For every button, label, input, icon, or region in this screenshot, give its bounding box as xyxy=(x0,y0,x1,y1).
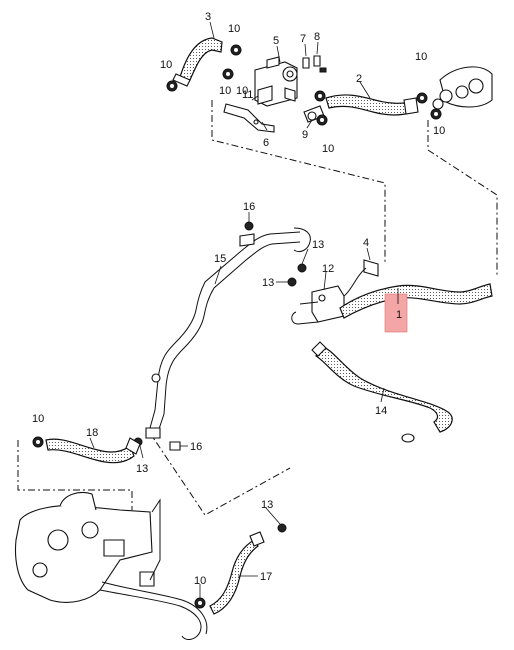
connector-13-mid xyxy=(133,263,307,447)
callout-10-g: 10 xyxy=(322,143,334,155)
callout-7: 7 xyxy=(300,33,306,45)
callout-10-e: 10 xyxy=(415,51,427,63)
callout-10-c: 10 xyxy=(219,85,231,97)
callout-10-f: 10 xyxy=(433,125,445,137)
hose-17 xyxy=(209,523,287,615)
callout-13-b: 13 xyxy=(262,277,274,289)
callout-17: 17 xyxy=(260,571,272,583)
callout-2: 2 xyxy=(356,73,362,85)
callout-11: 11 xyxy=(242,89,253,101)
leader-lines xyxy=(89,21,399,598)
callout-5: 5 xyxy=(273,35,279,47)
bracket-6 xyxy=(223,103,275,133)
callout-10-a: 10 xyxy=(228,23,240,35)
callout-12: 12 xyxy=(322,263,334,275)
callout-9: 9 xyxy=(302,129,308,141)
callout-13-d: 13 xyxy=(261,499,273,511)
hose-1 xyxy=(339,283,493,319)
hose-18 xyxy=(45,437,141,464)
coolant-pump-assembly xyxy=(14,491,208,640)
callout-6: 6 xyxy=(263,137,269,149)
callout-16-b: 16 xyxy=(190,441,202,453)
callout-10-h: 10 xyxy=(32,413,44,425)
clip-16-top xyxy=(239,212,255,247)
callout-18: 18 xyxy=(86,427,98,439)
highlight-marker-1[interactable] xyxy=(384,293,408,333)
valve-5 xyxy=(254,56,298,107)
callout-10-i: 10 xyxy=(194,575,206,587)
connector-9 xyxy=(303,105,325,123)
tube-15 xyxy=(145,227,311,439)
hose-14 xyxy=(311,341,453,443)
clip-16-lower xyxy=(169,441,188,451)
callout-labels: 3 10 5 7 8 10 2 10 10 11 10 10 9 10 6 16… xyxy=(32,11,445,587)
heater-connector-top xyxy=(432,66,493,110)
callout-1: 1 xyxy=(396,309,402,321)
clamps-10 xyxy=(32,44,442,609)
callout-10-b: 10 xyxy=(160,59,172,71)
callout-13-c: 13 xyxy=(136,463,148,475)
callout-4: 4 xyxy=(363,237,369,249)
hose-2 xyxy=(325,94,419,116)
callout-8: 8 xyxy=(314,31,320,43)
callout-10-d: 10 xyxy=(236,85,248,97)
callout-16-a: 16 xyxy=(243,201,255,213)
callout-3: 3 xyxy=(205,11,211,23)
callout-14: 14 xyxy=(375,405,387,417)
assembly-lines xyxy=(17,100,498,516)
callout-15: 15 xyxy=(214,253,226,265)
callout-13-a: 13 xyxy=(312,239,324,251)
flange-12 xyxy=(291,259,379,325)
hose-3 xyxy=(172,37,223,87)
screws-7-8 xyxy=(302,55,327,73)
